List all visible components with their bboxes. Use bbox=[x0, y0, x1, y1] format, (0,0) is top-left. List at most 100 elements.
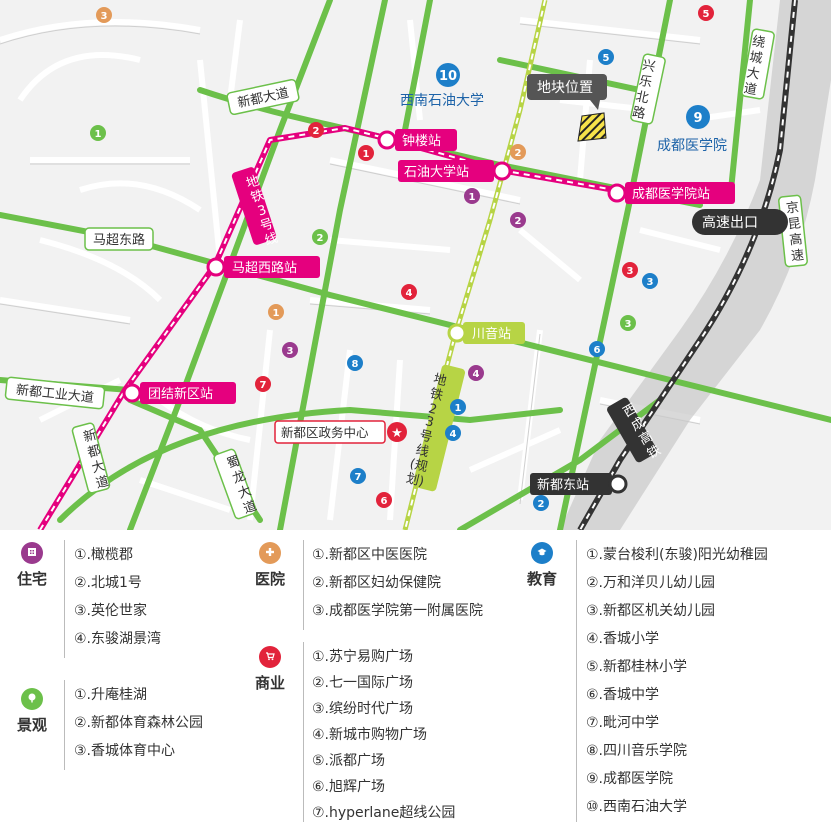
road-label-raocheng-char: 大 bbox=[745, 66, 760, 83]
legend-item: ③.缤纷时代广场 bbox=[312, 701, 414, 717]
cmc-label: 成都医学院 bbox=[657, 138, 727, 154]
poi-marker-blue-4[interactable]: 4 bbox=[445, 425, 461, 441]
rail-line-dash bbox=[579, 0, 796, 530]
poi-marker-blue-6[interactable]: 6 bbox=[589, 341, 605, 357]
poi-marker-blue-10[interactable]: 10 bbox=[436, 63, 460, 87]
metro-label-line23-char: 铁 bbox=[428, 386, 444, 404]
legend-item: ①.新都区中医医院 bbox=[312, 547, 428, 563]
poi-marker-blue-2[interactable]: 2 bbox=[533, 495, 549, 511]
poi-marker-purple-1[interactable]: 1 bbox=[464, 188, 480, 204]
poi-marker-dot bbox=[312, 229, 328, 245]
poi-marker-dot bbox=[468, 365, 484, 381]
legend-item: ①.橄榄郡 bbox=[74, 547, 134, 563]
poi-marker-dot bbox=[598, 49, 614, 65]
metro-label-line3-char: 号 bbox=[258, 216, 275, 234]
road-label-xindu-vert-char: 新 bbox=[82, 427, 99, 446]
road-label-shulong: 蜀龙大道 bbox=[213, 448, 259, 520]
poi-marker-orange-3[interactable]: 3 bbox=[96, 7, 112, 23]
legend-commerce-title: 商业 bbox=[254, 674, 285, 692]
road-label-xinle-north-char: 路 bbox=[631, 104, 647, 122]
divider bbox=[64, 540, 65, 658]
highway-exit: 高速出口 bbox=[692, 209, 788, 235]
station-machao-west[interactable]: 马超西路站 bbox=[206, 256, 320, 278]
road-label-xindu-vert-char: 大 bbox=[90, 459, 106, 477]
poi-marker-dot bbox=[347, 355, 363, 371]
poi-marker-label: 2 bbox=[317, 233, 324, 244]
station-chuanyin-label: 川音站 bbox=[472, 326, 511, 342]
plot-callout-text: 地块位置 bbox=[537, 80, 593, 96]
station-zhonglou[interactable]: 钟楼站 bbox=[377, 129, 457, 151]
poi-marker-red-3[interactable]: 3 bbox=[622, 262, 638, 278]
poi-marker-dot bbox=[282, 342, 298, 358]
metro-label-line23-text: 地铁23号线(规划) bbox=[404, 371, 450, 490]
legend-item: ②.七一国际广场 bbox=[312, 675, 414, 691]
poi-marker-green-3[interactable]: 3 bbox=[620, 315, 636, 331]
road-label-jinghu: 京昆高速 bbox=[778, 194, 808, 268]
poi-marker-blue-7[interactable]: 7 bbox=[350, 468, 366, 484]
road-label-xinle-north: 兴乐北路 bbox=[630, 53, 666, 125]
road-label-jinghu-char: 京 bbox=[785, 200, 800, 216]
station-yixueyuan[interactable]: 成都医学院站 bbox=[607, 182, 735, 204]
legend-commerce: 商业 bbox=[240, 646, 300, 693]
poi-marker-dot bbox=[510, 212, 526, 228]
poi-marker-blue-5[interactable]: 5 bbox=[598, 49, 614, 65]
legend-item: ②.新都区妇幼保健院 bbox=[312, 575, 442, 591]
poi-marker-orange-2[interactable]: 2 bbox=[510, 144, 526, 160]
road-label-raocheng-char: 城 bbox=[748, 50, 763, 67]
metro-label-line3-char: 线 bbox=[263, 231, 280, 249]
poi-marker-blue-3[interactable]: 3 bbox=[642, 273, 658, 289]
metro-label-line23: 地铁23号线(规划) bbox=[404, 364, 466, 492]
road-label-xinle-north-char: 北 bbox=[634, 89, 650, 106]
metro-label-line3-text: 地铁3号线 bbox=[244, 174, 280, 249]
road-label-xindu: 新都大道 bbox=[226, 78, 300, 116]
poi-marker-red-7[interactable]: 7 bbox=[255, 376, 271, 392]
legend-item: ③.英伦世家 bbox=[74, 603, 148, 619]
poi-marker-label: 9 bbox=[693, 111, 702, 126]
poi-marker-red-4[interactable]: 4 bbox=[401, 284, 417, 300]
metro-label-line23-char: (规 bbox=[408, 457, 429, 476]
poi-marker-red-6[interactable]: 6 bbox=[376, 492, 392, 508]
station-shiyou[interactable]: 石油大学站 bbox=[398, 160, 512, 182]
poi-marker-label: 7 bbox=[260, 380, 267, 391]
poi-marker-dot bbox=[642, 273, 658, 289]
legend-hospital-title: 医院 bbox=[254, 570, 285, 588]
metro-label-line3-char: 地 bbox=[244, 174, 261, 192]
legend-item: ①.升庵桂湖 bbox=[74, 687, 148, 703]
poi-marker-red-2[interactable]: 2 bbox=[308, 122, 324, 138]
legend-item: ④.香城小学 bbox=[586, 631, 660, 647]
poi-marker-purple-3[interactable]: 3 bbox=[282, 342, 298, 358]
road-label-jinghu-text: 京昆高速 bbox=[785, 200, 805, 264]
poi-marker-red-1[interactable]: 1 bbox=[358, 145, 374, 161]
poi-marker-green-2[interactable]: 2 bbox=[312, 229, 328, 245]
poi-marker-dot bbox=[445, 425, 461, 441]
poi-marker-dot bbox=[464, 188, 480, 204]
legend-item: ②.新都体育森林公园 bbox=[74, 715, 204, 731]
poi-marker-purple-4[interactable]: 4 bbox=[468, 365, 484, 381]
poi-marker-dot bbox=[376, 492, 392, 508]
poi-marker-label: 3 bbox=[647, 277, 654, 288]
poi-marker-dot bbox=[255, 376, 271, 392]
poi-marker-green-1[interactable]: 1 bbox=[90, 125, 106, 141]
station-xindu-east[interactable]: 新都东站 bbox=[530, 473, 628, 495]
station-chuanyin[interactable]: 川音站 bbox=[447, 322, 525, 344]
legend-scenery: 景观 bbox=[2, 688, 62, 735]
poi-marker-red-5[interactable]: 5 bbox=[698, 5, 714, 21]
road-label-xinle-north-char: 兴 bbox=[641, 58, 657, 75]
poi-marker-dot bbox=[90, 125, 106, 141]
poi-marker-orange-1[interactable]: 1 bbox=[268, 304, 284, 320]
station-yixueyuan-label: 成都医学院站 bbox=[632, 186, 710, 202]
poi-marker-dot bbox=[686, 105, 710, 129]
hospital-cross-icon bbox=[259, 542, 281, 564]
legend-item: ⑥.旭辉广场 bbox=[312, 779, 386, 795]
station-tuanjie[interactable]: 团结新区站 bbox=[122, 382, 236, 404]
divider bbox=[303, 540, 304, 630]
poi-marker-blue-1[interactable]: 1 bbox=[450, 399, 466, 415]
poi-marker-blue-8[interactable]: 8 bbox=[347, 355, 363, 371]
road-label-shulong-text: 蜀龙大道 bbox=[225, 453, 259, 517]
poi-marker-purple-2[interactable]: 2 bbox=[510, 212, 526, 228]
legend-residential-title: 住宅 bbox=[16, 570, 47, 588]
road-label-raocheng: 绕城大道 bbox=[741, 28, 775, 100]
road-label-raocheng-char: 道 bbox=[743, 81, 758, 98]
metro-label-line3-char: 铁 bbox=[249, 188, 266, 206]
poi-marker-blue-9[interactable]: 9 bbox=[686, 105, 710, 129]
